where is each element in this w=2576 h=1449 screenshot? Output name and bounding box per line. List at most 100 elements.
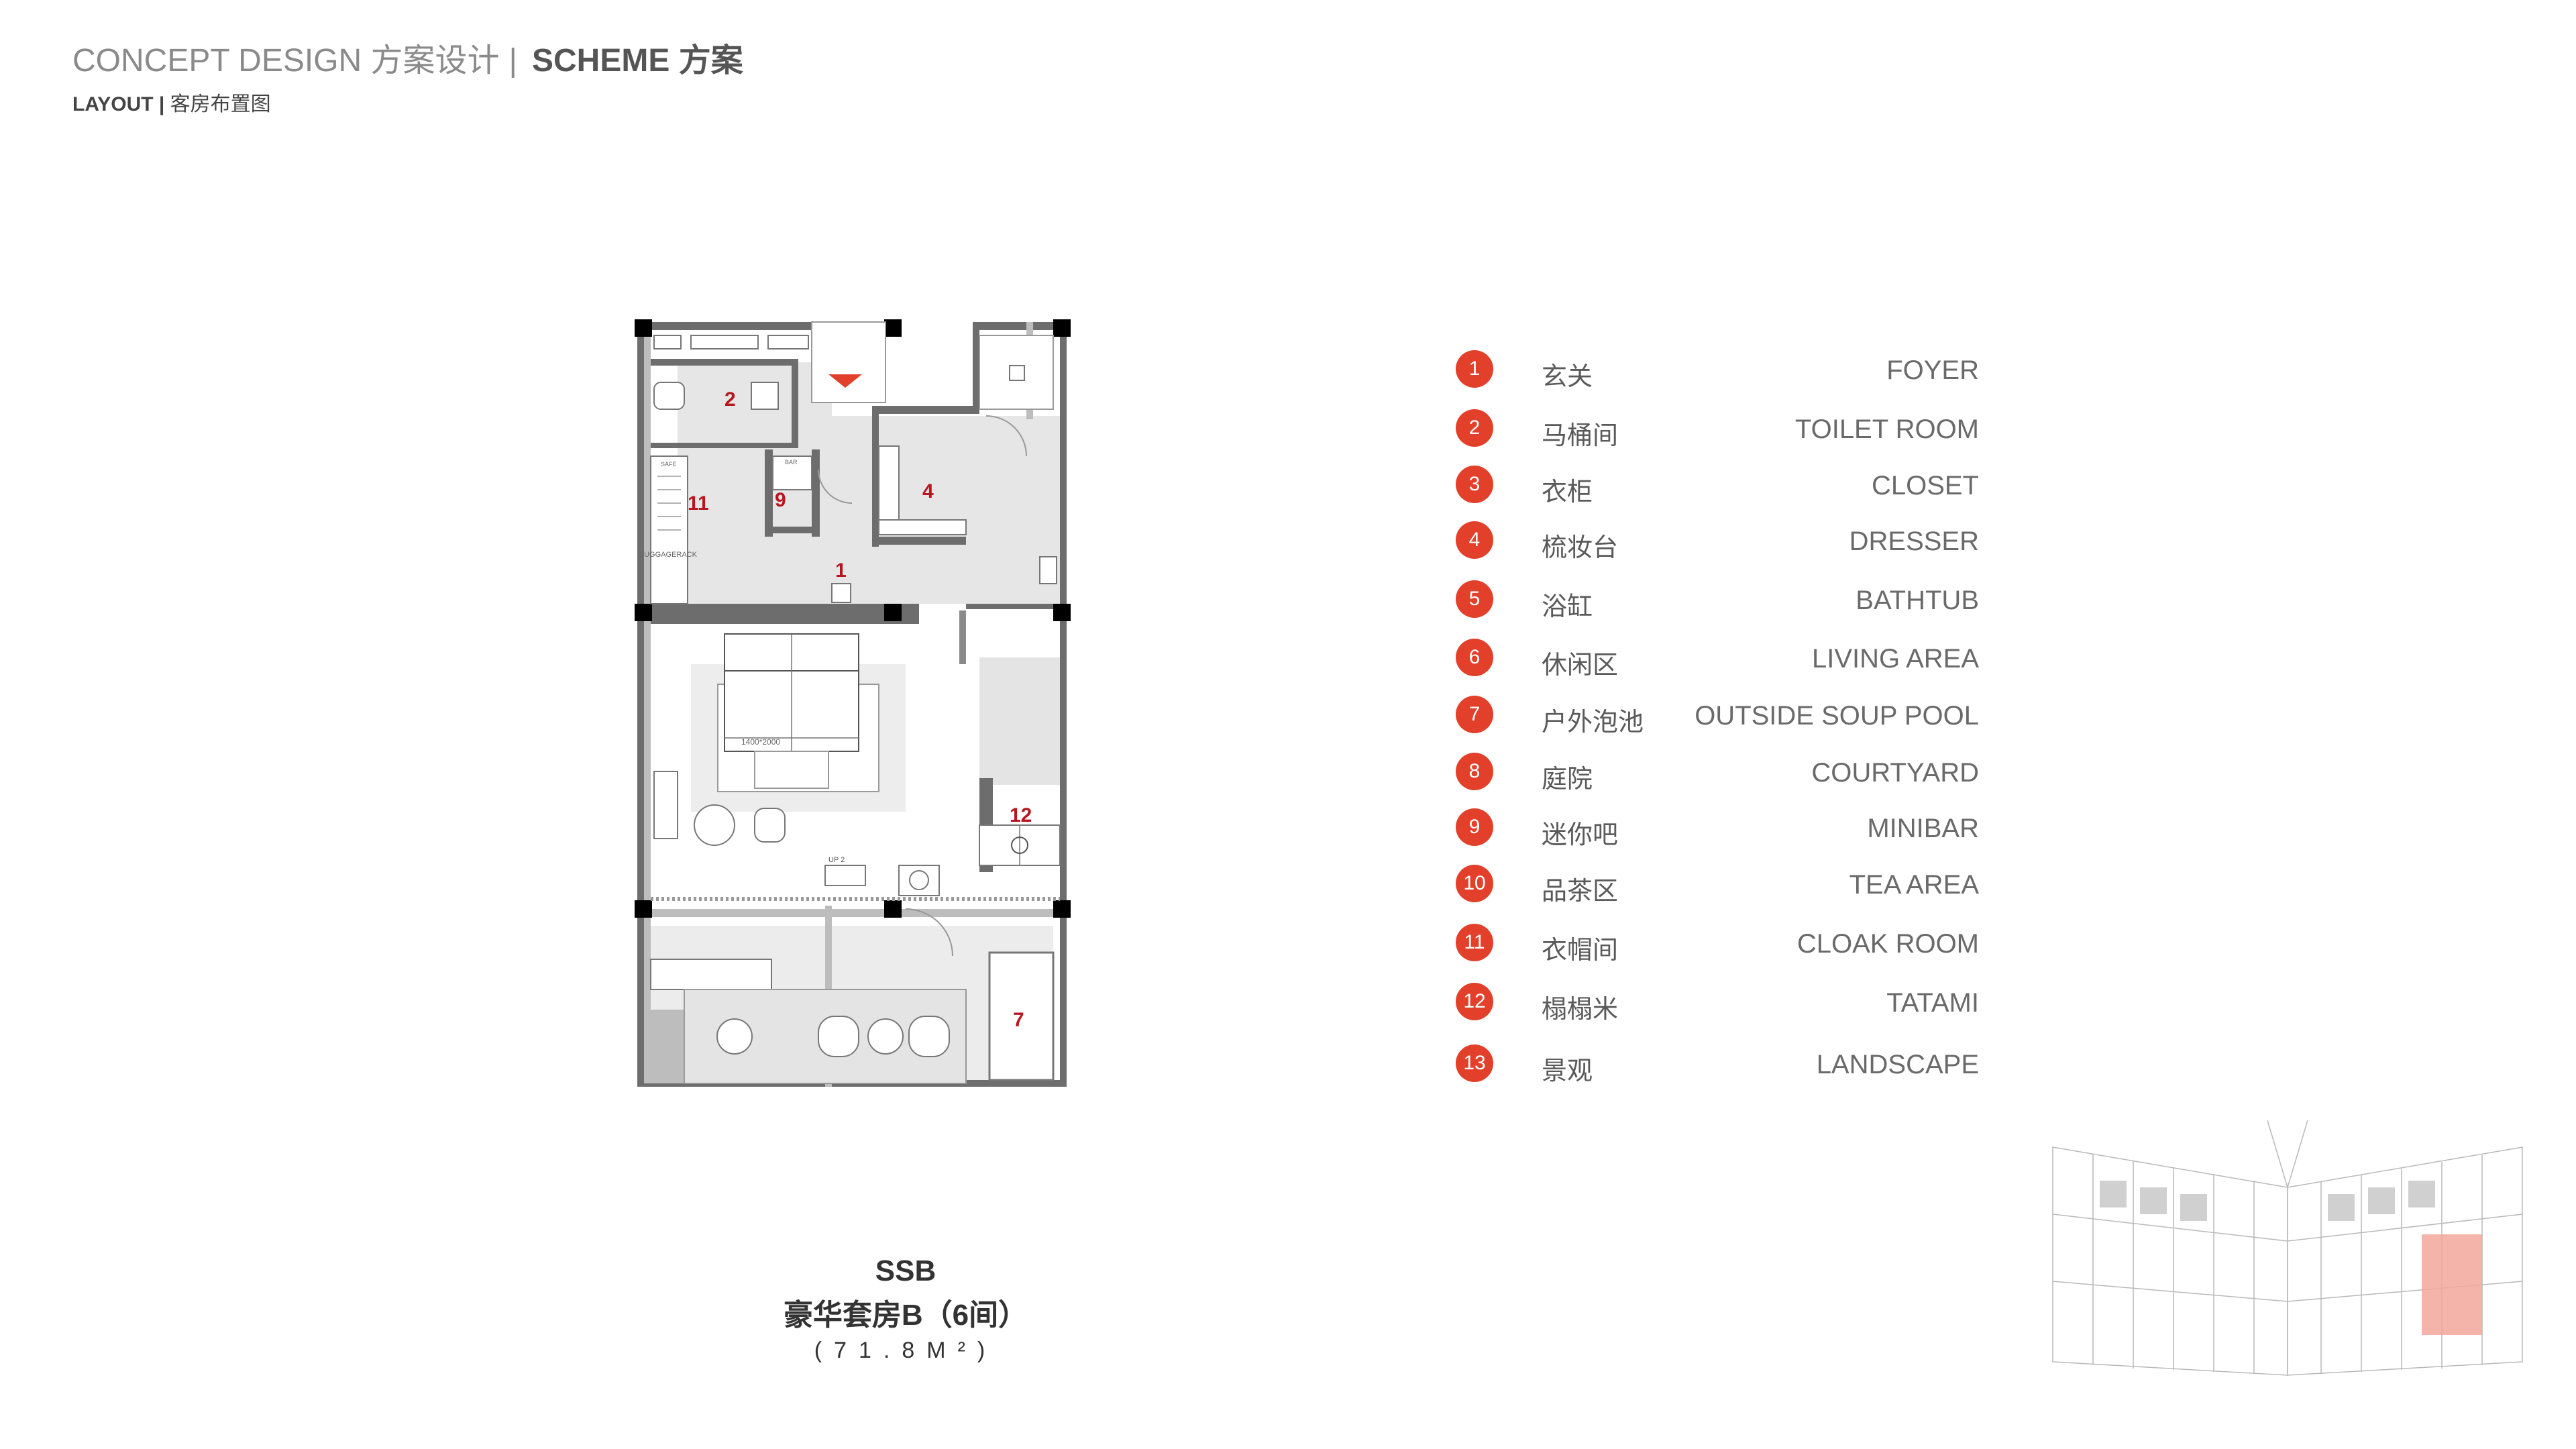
entry-vestibule — [811, 321, 886, 403]
legend-cn: 榻榻米 — [1542, 996, 1619, 1024]
legend-en: CLOSET — [1871, 471, 1979, 500]
wall-right — [1060, 322, 1067, 1087]
legend-item: 2 马桶间 TOILET ROOM — [1456, 409, 1979, 450]
header-subtitle: LAYOUT | 客房布置图 — [72, 87, 743, 117]
floor-dresser — [832, 416, 1060, 530]
legend-cn: 梳妆台 — [1542, 534, 1619, 562]
terrace-door-swing — [905, 908, 953, 957]
legend-number: 13 — [1456, 1044, 1493, 1082]
legend-en: DRESSER — [1849, 527, 1979, 556]
keyplan-wing-right — [2287, 1146, 2523, 1376]
column — [884, 319, 902, 337]
legend-en: TATAMI — [1886, 988, 1979, 1018]
plan-caption: SSB 豪华套房B（6间） (71.8M²) — [698, 1254, 1114, 1364]
legend-number: 12 — [1456, 983, 1493, 1020]
room-code: SSB — [875, 1254, 936, 1287]
legend-en: LANDSCAPE — [1816, 1050, 1979, 1079]
room-label-11: 11 — [688, 492, 709, 515]
round-table — [694, 804, 735, 846]
wall-mid-right — [966, 604, 1063, 609]
legend-cn: 衣柜 — [1542, 478, 1593, 506]
legend-item: 11 衣帽间 CLOAK ROOM — [1456, 924, 1979, 965]
legend-en: COURTYARD — [1811, 758, 1979, 788]
svg-text:BAR: BAR — [785, 459, 798, 466]
legend-number: 8 — [1456, 753, 1493, 790]
legend-item: 4 梳妆台 DRESSER — [1456, 521, 1979, 562]
keyplan-highlight-unit — [2422, 1234, 2482, 1335]
floor-tatami-zone — [979, 657, 1060, 785]
dresser-counter — [878, 445, 900, 521]
wall-top-right — [973, 322, 1067, 330]
room-label-1: 1 — [835, 559, 847, 582]
page-header: CONCEPT DESIGN 方案设计 | SCHEME 方案 LAYOUT |… — [72, 34, 743, 117]
legend-en: OUTSIDE SOUP POOL — [1695, 701, 1979, 731]
legend-cn: 玄关 — [1542, 363, 1593, 391]
legend-item: 10 品茶区 TEA AREA — [1456, 865, 1979, 906]
room-label-9: 9 — [775, 489, 786, 511]
legend-cn: 马桶间 — [1542, 422, 1619, 450]
side-cabinet — [653, 771, 678, 839]
legend-en: MINIBAR — [1867, 814, 1979, 843]
legend-en: TOILET ROOM — [1794, 415, 1979, 444]
terrace-bench — [650, 959, 772, 990]
legend-cn: 户外泡池 — [1542, 708, 1644, 737]
outdoor-pool — [988, 951, 1055, 1081]
room-label-2: 2 — [724, 388, 736, 411]
legend-number: 11 — [1456, 924, 1493, 961]
bed-size-label: 1400*2000 — [741, 737, 780, 747]
legend-cn: 迷你吧 — [1542, 821, 1619, 849]
wall-left — [637, 322, 644, 1087]
stair-up — [824, 865, 866, 886]
legend-item: 6 休闲区 LIVING AREA — [1456, 639, 1979, 680]
legend-number: 6 — [1456, 639, 1493, 676]
sink — [751, 382, 779, 410]
header-title-scheme: SCHEME 方案 — [532, 43, 743, 78]
column — [1053, 900, 1071, 918]
legend-number: 4 — [1456, 521, 1493, 559]
minibar — [772, 455, 812, 490]
column — [635, 604, 652, 621]
up-label: UP 2 — [828, 856, 845, 864]
legend-item: 7 户外泡池 OUTSIDE SOUP POOL — [1456, 696, 1979, 737]
legend-number: 10 — [1456, 865, 1493, 902]
bench — [754, 751, 829, 789]
legend-item: 1 玄关 FOYER — [1456, 350, 1979, 391]
room-area: (71.8M²) — [814, 1338, 998, 1363]
legend-number: 1 — [1456, 350, 1493, 388]
keyplan-wing-left — [2052, 1146, 2288, 1376]
legend-en: BATHTUB — [1856, 586, 1979, 615]
key-plan — [2052, 1120, 2523, 1376]
column — [635, 900, 652, 918]
legend-cn: 浴缸 — [1542, 593, 1593, 621]
legend-number: 2 — [1456, 409, 1493, 447]
legend-en: CLOAK ROOM — [1796, 929, 1979, 959]
legend-number: 9 — [1456, 808, 1493, 846]
legend-item: 12 榻榻米 TATAMI — [1456, 983, 1979, 1024]
column — [1053, 319, 1071, 337]
legend-en: TEA AREA — [1849, 870, 1979, 900]
foyer-fixture — [831, 583, 851, 603]
legend-en: LIVING AREA — [1812, 644, 1979, 674]
room-label-7: 7 — [1013, 1009, 1024, 1031]
wall-mid-left — [651, 604, 919, 624]
legend-cn: 休闲区 — [1542, 651, 1619, 680]
column — [635, 319, 652, 337]
header-separator: | — [508, 43, 517, 78]
legend-cn: 品茶区 — [1542, 877, 1619, 906]
room-label-12: 12 — [1010, 804, 1032, 826]
legend-cn: 景观 — [1542, 1057, 1593, 1085]
legend-item: 8 庭院 COURTYARD — [1456, 753, 1979, 794]
header-title-prefix: CONCEPT DESIGN 方案设计 — [72, 43, 500, 78]
wall-top-left — [637, 322, 812, 330]
toilet — [653, 382, 685, 410]
legend-number: 7 — [1456, 696, 1493, 733]
floor-plan: SAFE LUGGAGERACK BAR 1400*2000 UP 2 2 11… — [635, 319, 1071, 1087]
header-sub-bold: LAYOUT | — [72, 93, 165, 115]
legend-cn: 衣帽间 — [1542, 936, 1619, 965]
room-name: 豪华套房B（6间） — [783, 1299, 1028, 1332]
legend-en: FOYER — [1886, 356, 1979, 385]
room-label-4: 4 — [922, 480, 934, 502]
column — [884, 604, 902, 621]
legend-cn: 庭院 — [1542, 765, 1593, 794]
